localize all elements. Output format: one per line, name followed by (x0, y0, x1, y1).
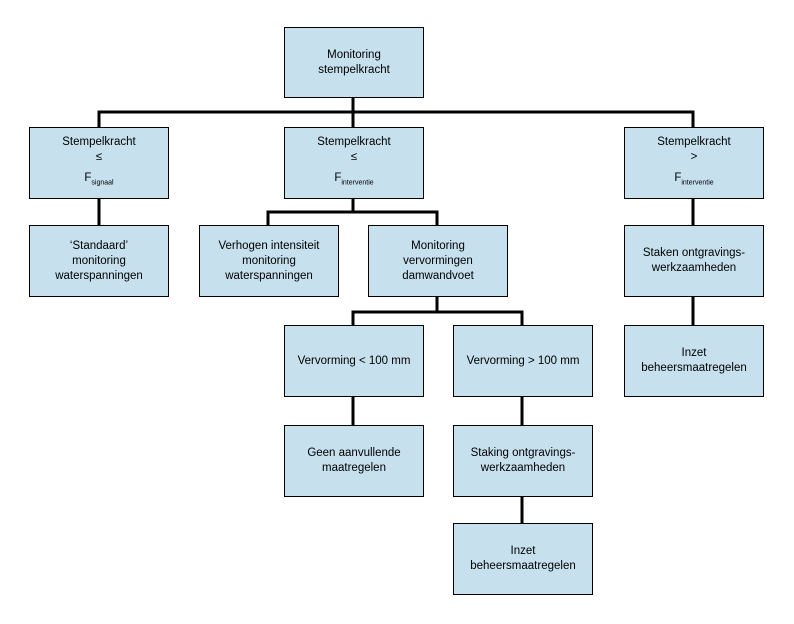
node-text: Inzet (681, 347, 707, 359)
node-text: vervormingen (403, 254, 473, 267)
node-text: Stempelkracht (62, 136, 136, 149)
node-text: Inzet (510, 545, 536, 557)
node-symbol: ≤ (350, 151, 358, 164)
node-text: Monitoring (327, 48, 381, 61)
node-monitoring-stempelkracht: Monitoring stempelkracht (284, 27, 424, 98)
node-formula: Fsignaal (84, 172, 114, 187)
node-stempelkracht-le-signaal: Stempelkracht ≤ Fsignaal (29, 127, 169, 199)
node-stempelkracht-gt-interventie: Stempelkracht > Finterventie (624, 127, 764, 199)
node-text: werkzaamheden (480, 462, 566, 474)
node-stempelkracht-le-interventie: Stempelkracht ≤ Finterventie (284, 127, 424, 199)
node-text: Vervorming > 100 mm (466, 354, 580, 367)
node-text: maatregelen (322, 462, 386, 474)
node-text: damwandvoet (402, 269, 474, 282)
node-text: monitoring (242, 254, 296, 267)
node-text: ‘Standaard’ (69, 239, 129, 252)
node-text: waterspanningen (55, 269, 143, 282)
node-text: monitoring (72, 254, 126, 267)
node-standaard-monitoring: ‘Standaard’ monitoring waterspanningen (29, 225, 169, 297)
node-staking-ontgravingswerkzaamheden: Staking ontgravings- werkzaamheden (453, 425, 593, 497)
node-text: Verhogen intensiteit (218, 239, 320, 252)
node-text: Staking ontgravings- (470, 447, 576, 459)
node-text: Stempelkracht (657, 136, 731, 149)
node-formula: Finterventie (334, 172, 374, 187)
node-inzet-beheersmaatregelen-right: Inzet beheersmaatregelen (624, 325, 764, 397)
node-symbol: ≤ (95, 151, 103, 164)
node-text: Geen aanvullende (307, 447, 401, 459)
node-text: Monitoring (411, 239, 465, 252)
node-formula: Finterventie (674, 172, 714, 187)
node-inzet-beheersmaatregelen-middle: Inzet beheersmaatregelen (453, 523, 593, 595)
node-text: werkzaamheden (651, 262, 737, 274)
node-text: beheersmaatregelen (641, 362, 747, 374)
node-text: Stempelkracht (317, 136, 391, 149)
node-staken-ontgravingswerkzaamheden: Staken ontgravings- werkzaamheden (624, 225, 764, 297)
node-text: Vervorming < 100 mm (297, 354, 411, 367)
node-verhogen-intensiteit: Verhogen intensiteit monitoring waterspa… (199, 225, 339, 297)
node-vervorming-lt-100: Vervorming < 100 mm (284, 325, 424, 397)
node-symbol: > (690, 151, 698, 164)
node-vervorming-gt-100: Vervorming > 100 mm (453, 325, 593, 397)
node-monitoring-vervormingen: Monitoring vervormingen damwandvoet (368, 225, 508, 297)
node-text: Staken ontgravings- (642, 247, 746, 259)
node-text: beheersmaatregelen (470, 560, 576, 572)
node-text: waterspanningen (225, 269, 313, 282)
node-geen-aanvullende-maatregelen: Geen aanvullende maatregelen (284, 425, 424, 497)
node-text: stempelkracht (318, 63, 390, 76)
